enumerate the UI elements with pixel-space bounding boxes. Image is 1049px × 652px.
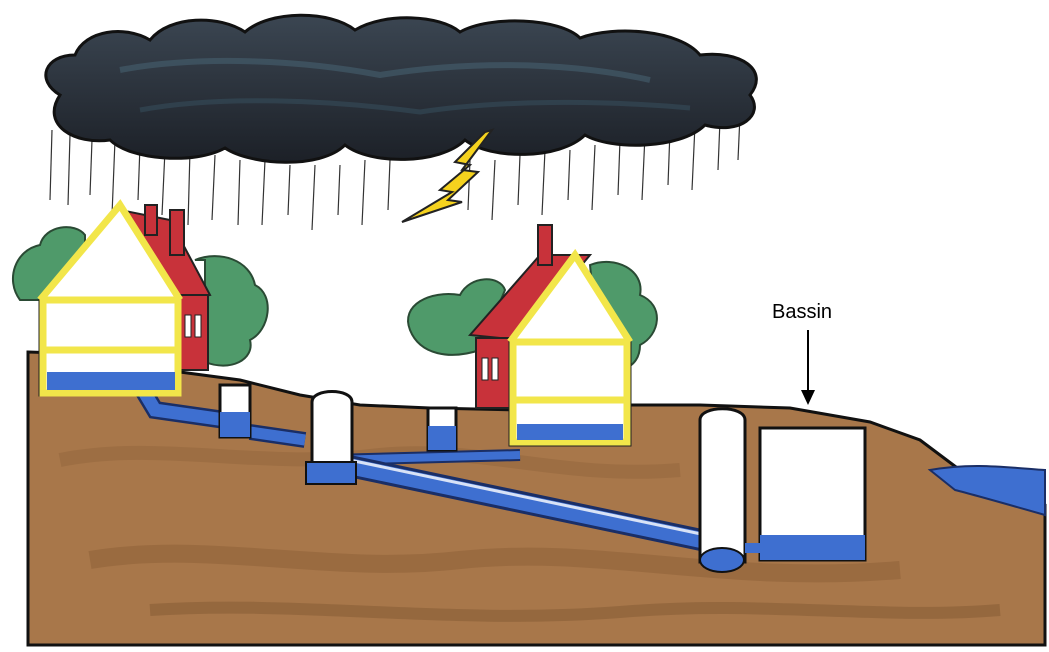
lightning-bolt [401, 128, 495, 223]
basin-arrow [801, 330, 815, 405]
storm-cloud [44, 13, 758, 164]
house-left [37, 199, 212, 397]
manhole-1 [218, 383, 252, 439]
rain-streaks [49, 114, 741, 231]
receiving-water [927, 464, 1046, 517]
retention-basin [745, 426, 867, 562]
basin-label: Bassin [772, 301, 833, 323]
house-middle [467, 224, 633, 447]
manhole-4 [698, 407, 747, 573]
manhole-3 [426, 406, 458, 452]
manhole-2 [305, 390, 357, 485]
